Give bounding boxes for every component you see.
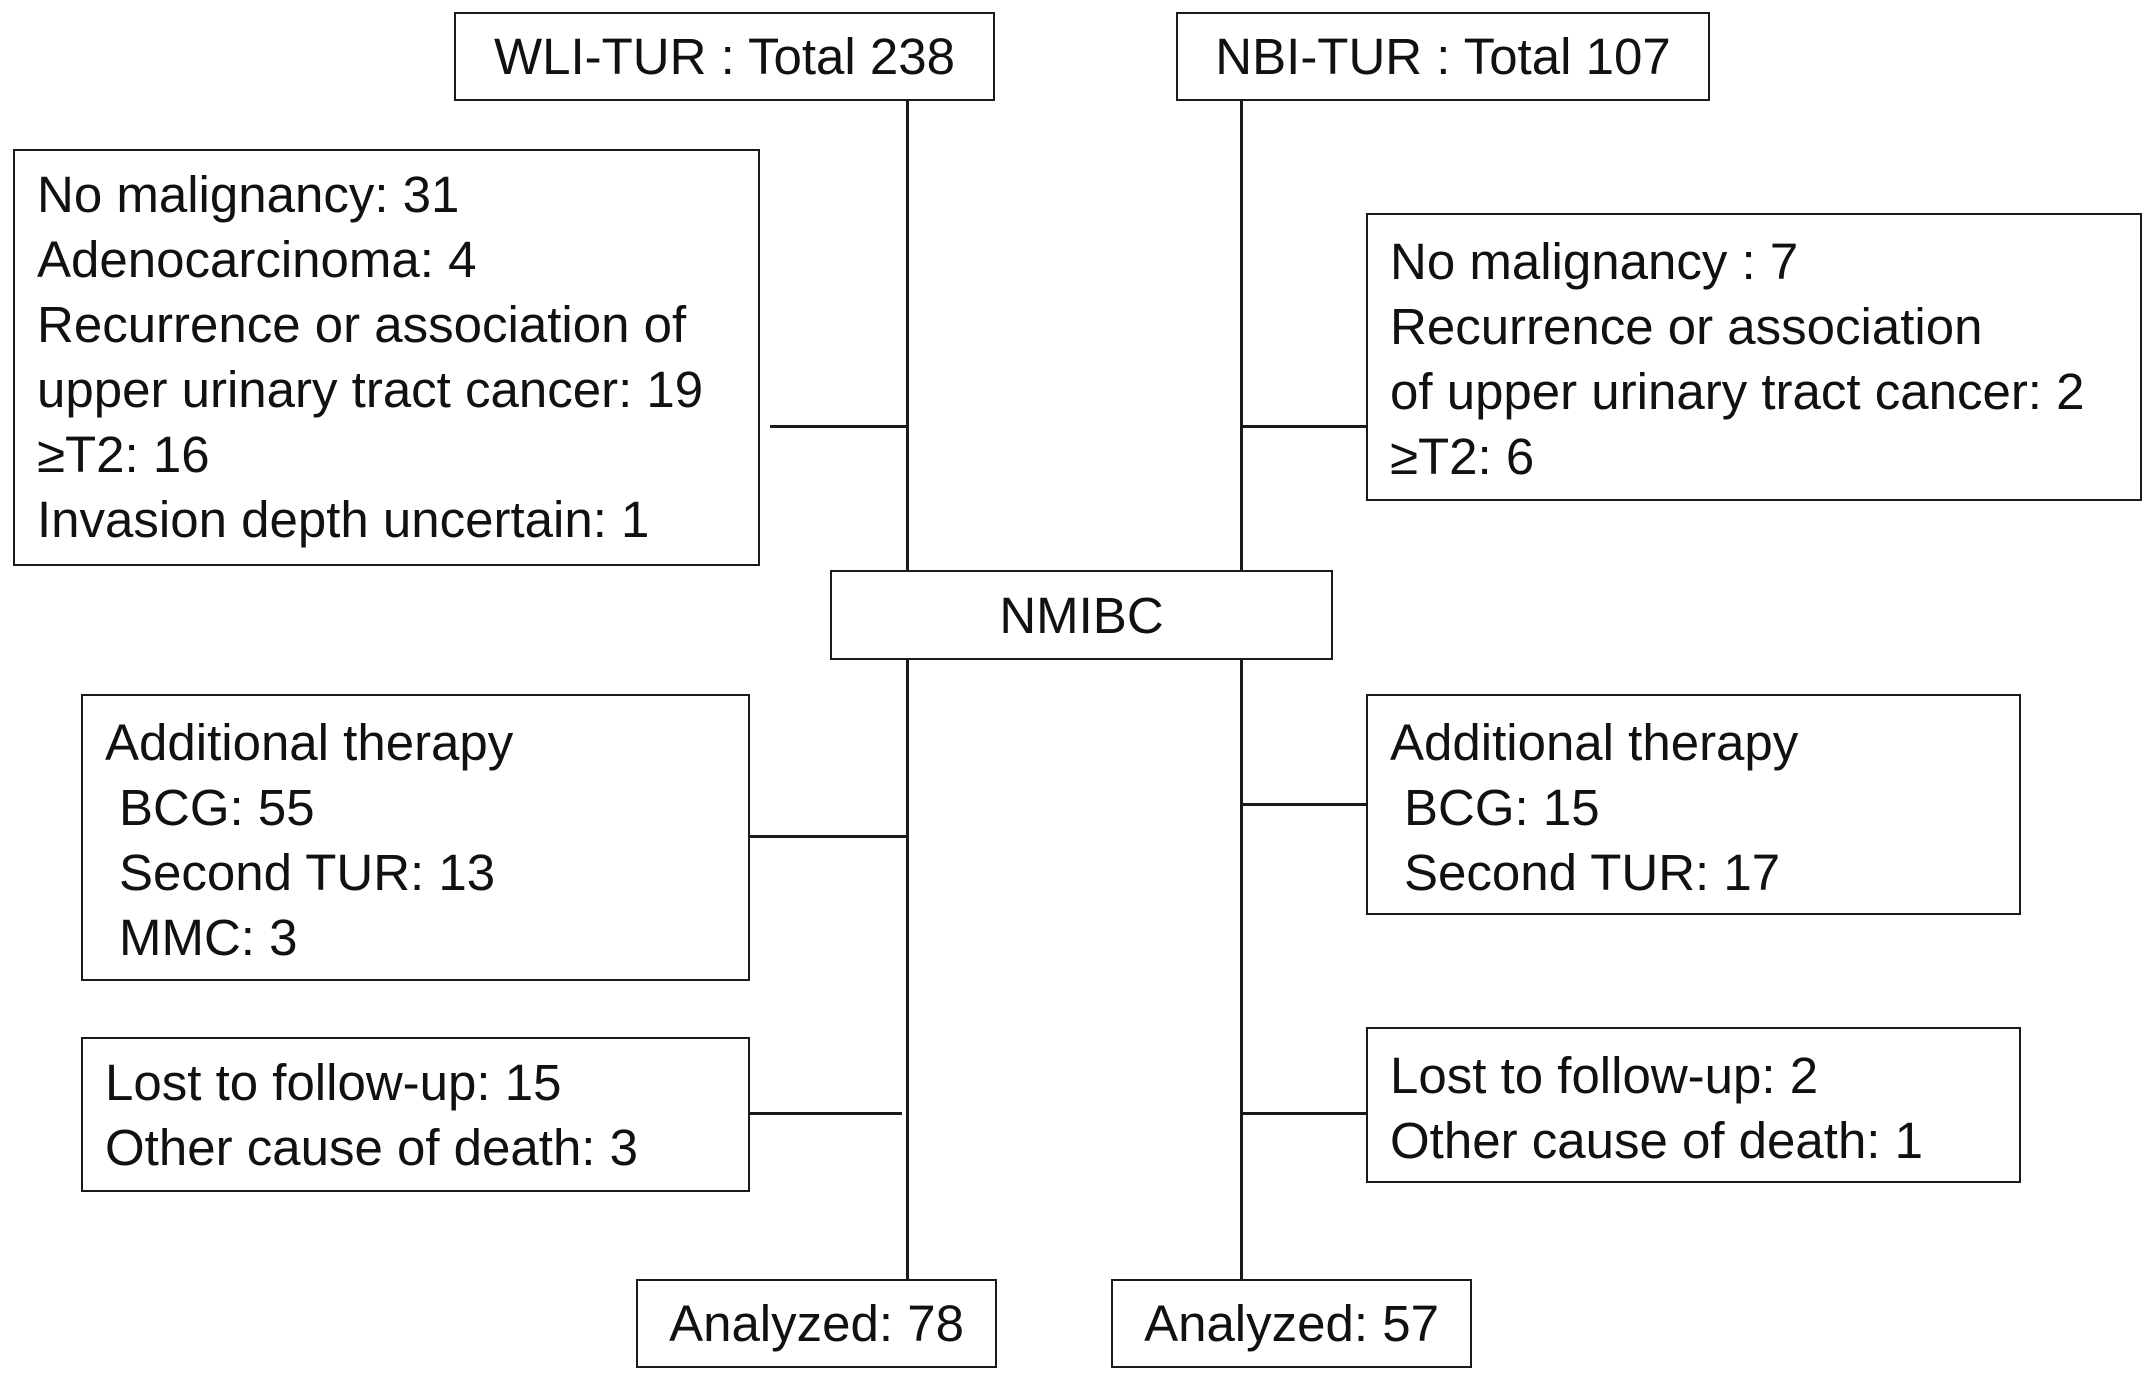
nbi-lost-box: Lost to follow-up: 2 Other cause of deat…: [1366, 1027, 2021, 1183]
nbi-exclusion-line: of upper urinary tract cancer: 2: [1390, 363, 2085, 420]
wli-lost-line: Lost to follow-up: 15: [105, 1054, 562, 1111]
nbi-analyzed-text: Analyzed: 57: [1144, 1295, 1439, 1352]
nbi-trunk-lower: [1240, 660, 1243, 1280]
wli-therapy-item: Second TUR: 13: [119, 844, 496, 901]
nbi-therapy-title: Additional therapy: [1390, 714, 1799, 771]
wli-trunk-upper: [906, 100, 909, 570]
wli-therapy-connector: [750, 835, 908, 838]
wli-exclusion-line: upper urinary tract cancer: 19: [37, 361, 704, 418]
nbi-lost-line: Lost to follow-up: 2: [1390, 1047, 1819, 1104]
wli-lost-connector: [750, 1112, 902, 1115]
wli-exclusion-box: No malignancy: 31 Adenocarcinoma: 4 Recu…: [13, 149, 760, 566]
wli-therapy-item: BCG: 55: [119, 779, 315, 836]
nbi-therapy-item: Second TUR: 17: [1404, 844, 1781, 901]
wli-analyzed-text: Analyzed: 78: [669, 1295, 964, 1352]
nbi-trunk-upper: [1240, 100, 1243, 570]
nbi-exclusion-line: Recurrence or association: [1390, 298, 1983, 355]
nbi-therapy-box: Additional therapy BCG: 15 Second TUR: 1…: [1366, 694, 2021, 915]
wli-lost-line: Other cause of death: 3: [105, 1119, 639, 1176]
wli-analyzed-box: Analyzed: 78: [636, 1279, 997, 1368]
wli-therapy-box: Additional therapy BCG: 55 Second TUR: 1…: [81, 694, 750, 981]
nbi-therapy-connector: [1240, 803, 1368, 806]
nmibc-label: NMIBC: [999, 586, 1164, 644]
wli-lost-box: Lost to follow-up: 15 Other cause of dea…: [81, 1037, 750, 1192]
wli-exclusion-connector: [770, 425, 908, 428]
nbi-exclusion-line: No malignancy : 7: [1390, 233, 1799, 290]
wli-header-text: WLI-TUR : Total 238: [493, 28, 956, 85]
nmibc-box: NMIBC: [830, 570, 1333, 660]
nbi-exclusion-line: ≥T2: 6: [1390, 428, 1535, 485]
wli-exclusion-line: Adenocarcinoma: 4: [37, 231, 477, 288]
nbi-header-text: NBI-TUR : Total 107: [1215, 28, 1671, 85]
nbi-analyzed-box: Analyzed: 57: [1111, 1279, 1472, 1368]
wli-exclusion-line: No malignancy: 31: [37, 166, 460, 223]
nbi-therapy-item: BCG: 15: [1404, 779, 1600, 836]
wli-trunk-lower: [906, 660, 909, 1280]
nbi-header-box: NBI-TUR : Total 107: [1176, 12, 1710, 101]
wli-header-box: WLI-TUR : Total 238: [454, 12, 995, 101]
nbi-exclusion-box: No malignancy : 7 Recurrence or associat…: [1366, 213, 2142, 501]
wli-exclusion-line: Recurrence or association of: [37, 296, 687, 353]
wli-therapy-item: MMC: 3: [119, 909, 298, 966]
wli-exclusion-line: ≥T2: 16: [37, 426, 210, 483]
nbi-lost-connector: [1240, 1112, 1368, 1115]
nbi-exclusion-connector: [1240, 425, 1368, 428]
wli-therapy-title: Additional therapy: [105, 714, 514, 771]
wli-exclusion-line: Invasion depth uncertain: 1: [37, 491, 650, 548]
nbi-lost-line: Other cause of death: 1: [1390, 1112, 1924, 1169]
